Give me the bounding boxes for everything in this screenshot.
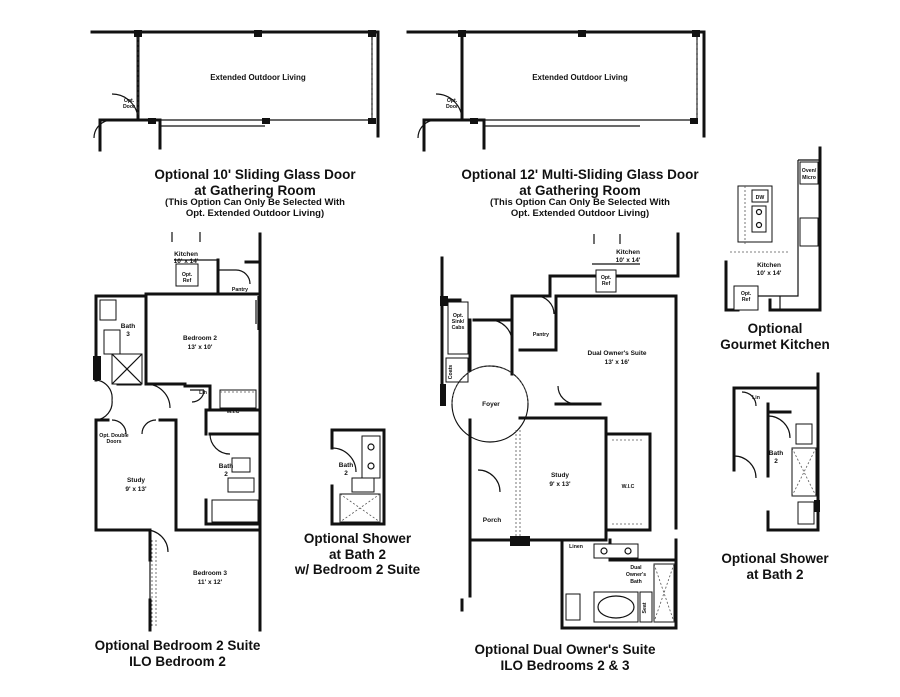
suite-study-label: Study [127,477,145,484]
caption-sliding-door-note1: (This Option Can Only Be Selected With [165,197,345,209]
dual-bath-label-2: Owner's [626,572,646,578]
caption-shower-bath2-suite: Optional Shower at Bath 2 w/ Bedroom 2 S… [285,531,430,578]
dual-sink-label: Sink/ [452,319,465,325]
suite-kitchen-label: Kitchen [174,251,198,258]
dual-porch-label: Porch [483,517,501,524]
caption-bedroom2-suite-line1: Optional Bedroom 2 Suite [94,638,261,653]
bedroom2-suite-plan: Kitchen 10' x 14' Opt. Ref Pantry Bath 3… [93,232,262,632]
caption-multi-sliding-door-note2: Opt. Extended Outdoor Living) [510,207,650,219]
caption-bedroom2-suite: Optional Bedroom 2 Suite ILO Bedroom 2 [70,638,285,669]
caption-multi-sliding-door-note1: (This Option Can Only Be Selected With [490,197,670,209]
dual-opt-sink-label: Opt. [453,313,464,319]
multi-extended-outdoor-living-label: Extended Outdoor Living [532,73,628,82]
suite-study-dim: 9' x 13' [125,486,147,493]
caption-multi-sliding-door: Optional 12' Multi-Sliding Glass Door at… [410,167,750,220]
dual-kitchen-label: Kitchen [616,249,640,256]
suite-opt-ref-label: Opt. [182,272,193,278]
caption-gourmet-kitchen-line2: Gourmet Kitchen [720,336,830,352]
suite-kitchen-dim: 10' x 14' [174,258,199,265]
caption-sliding-door-note2: Opt. Extended Outdoor Living) [185,207,325,219]
dual-coats-label: Coats [448,365,454,380]
sliding-opt-door-label-2: Door [123,104,135,110]
caption-sliding-door-line2: at Gathering Room [194,182,316,198]
gourmet-opt-label: Opt. [741,291,752,297]
suite-opt-double-label: Opt. Double [99,433,129,439]
suite-bath3-num: 3 [126,331,130,338]
dual-cabs-label: Cabs [452,325,465,331]
caption-sliding-door-line1: Optional 10' Sliding Glass Door [154,167,356,182]
gourmet-ref-label: Ref [742,297,751,303]
caption-shower-bath2-suite-line1: Optional Shower [303,531,412,546]
caption-multi-sliding-door-line2: at Gathering Room [519,182,641,198]
dual-ref-label: Ref [602,281,611,287]
caption-shower-bath2: Optional Shower at Bath 2 [700,551,850,582]
dual-study-dim: 9' x 13' [549,481,571,488]
shower-lin-label: Lin [752,395,760,401]
dual-owners-suite-label: Dual Owner's Suite [588,350,647,357]
suite-bedroom3-label: Bedroom 3 [193,570,227,577]
dual-study-label: Study [551,472,569,479]
shower-bath-label: Bath [769,450,783,457]
dual-opt-ref-label: Opt. [601,275,612,281]
dual-bath-label-1: Dual [630,565,642,571]
caption-multi-sliding-door-line1: Optional 12' Multi-Sliding Glass Door [461,167,699,182]
sliding-opt-door-label: Opt. [124,98,135,104]
caption-gourmet-kitchen: Optional Gourmet Kitchen [700,321,850,352]
dual-pantry-label: Pantry [533,332,549,338]
sliding-extended-outdoor-living-label: Extended Outdoor Living [210,73,306,82]
dual-bath-label-3: Bath [630,579,642,585]
dual-foyer-label: Foyer [482,401,500,408]
dual-owners-suite-plan: Kitchen 10' x 14' Opt. Ref Opt. Sink/ Ca… [440,232,680,630]
caption-shower-bath2-suite-line2: at Bath 2 [328,546,386,562]
gourmet-micro-label: Micro [802,175,816,181]
caption-gourmet-kitchen-line1: Optional [747,321,803,336]
shower-bath-num: 2 [774,458,778,465]
shower-suite-bath-num: 2 [344,470,348,477]
multi-sliding-door-plan: Extended Outdoor Living Opt. Door [406,30,706,152]
shower-bath2-suite-plan: Bath 2 [330,428,386,526]
suite-doors-label: Doors [107,439,122,445]
dual-seat-label: Seat [642,602,648,613]
sliding-door-plan: Extended Outdoor Living Opt. Door [90,30,380,152]
suite-pantry-label: Pantry [232,287,248,293]
suite-bath2-label: Bath [219,463,233,470]
dual-linen-label: Linen [569,544,583,550]
multi-opt-door-label: Opt. [447,98,458,104]
caption-shower-bath2-line2: at Bath 2 [746,566,804,582]
dual-wic-label: W.I.C [622,484,635,490]
dual-owners-suite-dim: 13' x 16' [605,359,630,366]
suite-bedroom3-dim: 11' x 12' [198,579,223,586]
gourmet-oven-label: Oven/ [802,168,817,174]
caption-shower-bath2-suite-line3: w/ Bedroom 2 Suite [294,562,421,578]
suite-bath2-num: 2 [224,471,228,478]
caption-dual-owners-suite-line1: Optional Dual Owner's Suite [474,642,656,657]
shower-suite-bath-label: Bath [339,462,353,469]
gourmet-kitchen-dim: 10' x 14' [757,270,782,277]
shower-bath2-plan: Lin Bath 2 [732,372,820,532]
gourmet-kitchen-plan: Oven/ Micro DW Kitchen 10' x 14' Opt. Re… [724,146,822,312]
suite-bath3-label: Bath [121,323,135,330]
suite-ref-label: Ref [183,278,192,284]
caption-bedroom2-suite-line2: ILO Bedroom 2 [129,653,226,669]
dual-kitchen-dim: 10' x 14' [616,257,641,264]
suite-lin-label: Lin [199,390,207,396]
caption-dual-owners-suite-line2: ILO Bedrooms 2 & 3 [500,657,630,673]
gourmet-kitchen-label: Kitchen [757,262,781,269]
multi-opt-door-label-2: Door [446,104,458,110]
suite-bedroom2-dim: 13' x 10' [188,344,213,351]
caption-shower-bath2-line1: Optional Shower [721,551,829,566]
caption-sliding-door: Optional 10' Sliding Glass Door at Gathe… [90,167,420,220]
suite-bedroom2-label: Bedroom 2 [183,335,217,342]
suite-wic-label: W.I.C [227,409,240,415]
gourmet-dw-label: DW [756,195,765,201]
caption-dual-owners-suite: Optional Dual Owner's Suite ILO Bedrooms… [440,642,690,673]
